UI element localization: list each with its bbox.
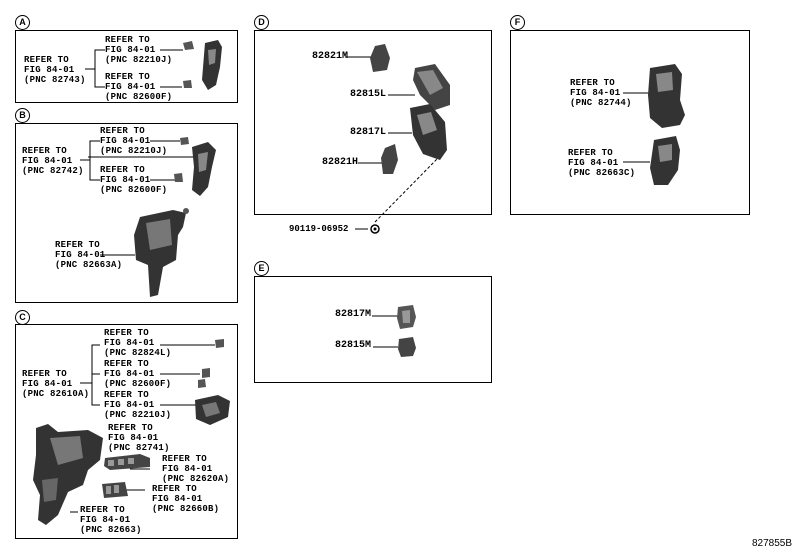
panel-b-badge: B <box>15 108 30 123</box>
panel-e <box>254 276 492 383</box>
panel-a <box>15 30 238 103</box>
diagram-code: 827855B <box>752 538 793 549</box>
panel-c-part-illustrations <box>195 339 230 425</box>
bolt-icon <box>370 224 380 234</box>
panel-f-part-illustrations <box>648 64 685 185</box>
panel-d <box>254 30 492 215</box>
part-number-82815l: 82815L <box>350 89 387 100</box>
panel-c-badge: C <box>15 310 30 325</box>
panel-c-small-parts-illustration <box>102 454 150 498</box>
panel-b <box>15 123 238 303</box>
panel-b-bracket-illustration <box>134 208 189 297</box>
panel-e-badge: E <box>254 261 269 276</box>
part-number-82817l: 82817L <box>350 127 387 138</box>
part-number-82821h: 82821H <box>322 157 359 168</box>
part-number-82815m: 82815M <box>335 340 372 351</box>
panel-c <box>15 324 238 539</box>
panel-c-bracket-illustration <box>33 424 103 525</box>
panel-a-part-illustrations <box>183 40 222 90</box>
panel-e-part-illustrations <box>397 305 416 357</box>
part-number-bolt-90119-06952: 90119-06952 <box>289 224 349 234</box>
panel-b-part-illustrations <box>174 137 216 196</box>
panel-f-badge: F <box>510 15 525 30</box>
part-number-82817m: 82817M <box>335 309 372 320</box>
panel-d-badge: D <box>254 15 269 30</box>
panel-a-badge: A <box>15 15 30 30</box>
panel-f <box>510 30 750 215</box>
panel-d-part-illustrations <box>370 44 450 174</box>
part-number-82821m: 82821M <box>312 51 349 62</box>
